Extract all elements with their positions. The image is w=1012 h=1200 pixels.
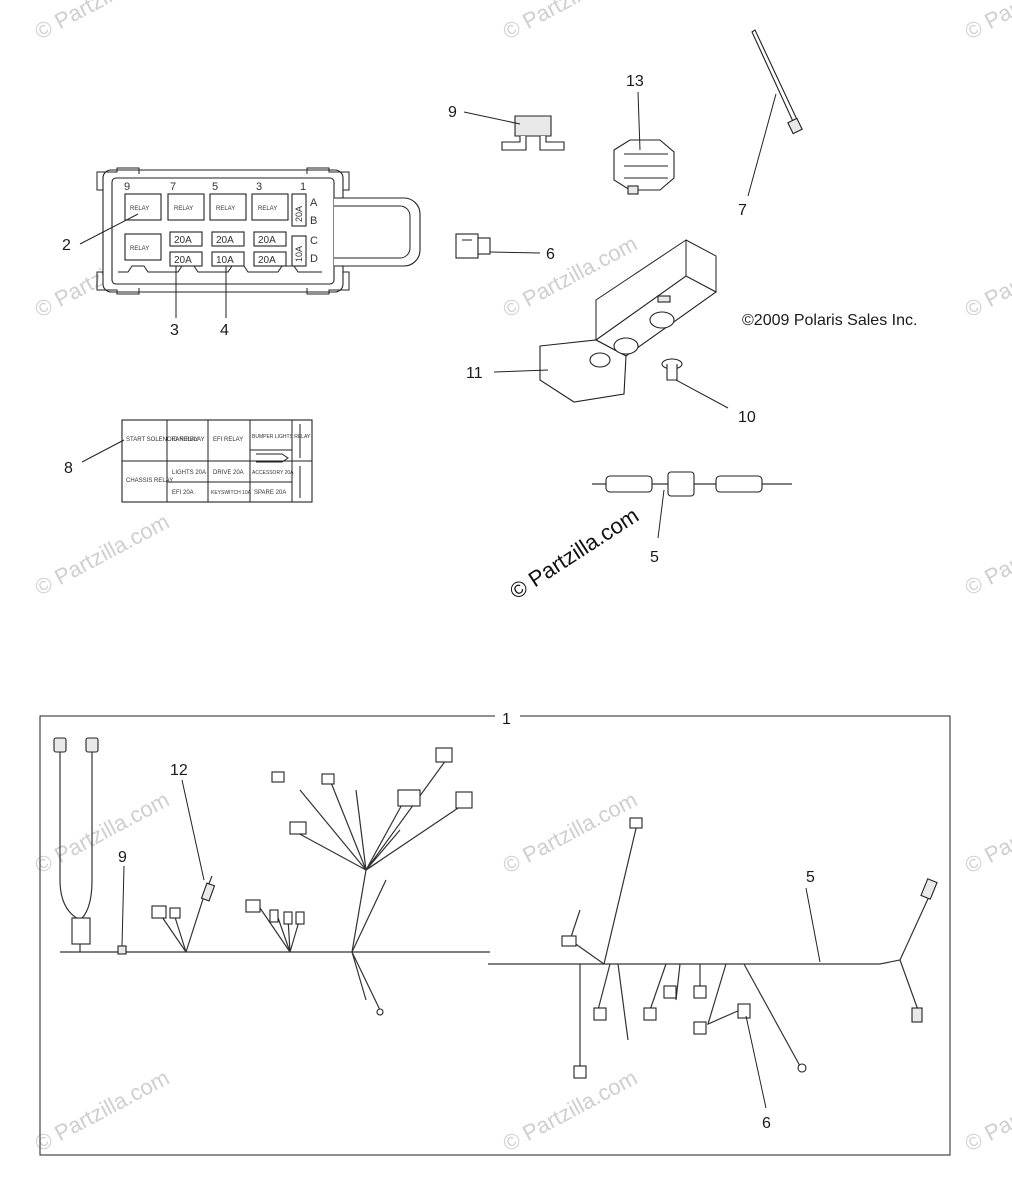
fuse-clip-part bbox=[501, 115, 565, 151]
callout-9: 9 bbox=[118, 849, 127, 866]
harness-frame bbox=[39, 715, 951, 1156]
fuse-box-number: 5 bbox=[212, 181, 218, 193]
fuse-holder-lead-part bbox=[592, 471, 792, 497]
relay-label: RELAY bbox=[130, 206, 149, 212]
fuse-rating: 20A bbox=[174, 235, 192, 246]
watermark: © Partzilla.com bbox=[31, 1065, 174, 1157]
fuse-rating: 10A bbox=[216, 255, 234, 266]
callout-6: 6 bbox=[546, 246, 555, 263]
callout-2: 2 bbox=[62, 237, 71, 254]
callout-7: 7 bbox=[738, 202, 747, 219]
callout-8: 8 bbox=[64, 460, 73, 477]
label-card-cell: KEYSWITCH 10A bbox=[211, 490, 252, 496]
label-card-cell: FAN RELAY bbox=[172, 437, 205, 443]
callout-13: 13 bbox=[626, 73, 644, 90]
callout-1: 1 bbox=[502, 711, 511, 728]
watermark: © Partzilla.com bbox=[499, 1065, 642, 1157]
label-card-cell: BUMPER LIGHTS RELAY bbox=[252, 434, 311, 440]
watermark: © Partzilla.com bbox=[961, 787, 1012, 879]
label-card-cell: CHASSIS RELAY bbox=[126, 478, 173, 484]
callout-3: 3 bbox=[170, 322, 179, 339]
watermark-main: © Partzilla.com bbox=[505, 502, 643, 604]
callout-12: 12 bbox=[170, 762, 188, 779]
watermark: © Partzilla.com bbox=[31, 0, 174, 44]
fuse-rating: 10A bbox=[294, 246, 304, 262]
fuse-box-number: 9 bbox=[124, 181, 130, 193]
watermark: © Partzilla.com bbox=[961, 231, 1012, 323]
cable-tie-part bbox=[751, 29, 803, 135]
bracket-part bbox=[539, 239, 718, 403]
fuse-box-letter: D bbox=[310, 253, 318, 265]
fuse-box-letter: A bbox=[310, 197, 318, 209]
label-card-cell: LIGHTS 20A bbox=[172, 470, 206, 476]
relay-label: RELAY bbox=[216, 206, 235, 212]
watermark: © Partzilla.com bbox=[961, 0, 1012, 44]
watermark: © Partzilla.com bbox=[961, 1065, 1012, 1157]
callout-5: 5 bbox=[806, 869, 815, 886]
fuse-rating: 20A bbox=[258, 255, 276, 266]
fuse-box: 9 7 5 3 1 RELAY RELAY RELAY RELAY RELAY … bbox=[96, 167, 421, 295]
callout-10: 10 bbox=[738, 409, 756, 426]
label-card-cell: ACCESSORY 20A bbox=[252, 470, 294, 476]
watermark: © Partzilla.com bbox=[499, 231, 642, 323]
fuse-label-card: START SOLENOID RELAY FAN RELAY EFI RELAY… bbox=[121, 419, 313, 503]
connector-part bbox=[613, 139, 675, 195]
watermark: © Partzilla.com bbox=[499, 787, 642, 879]
callout-4: 4 bbox=[220, 322, 229, 339]
label-card-cell: EFI 20A bbox=[172, 490, 194, 496]
fuse-rating: 20A bbox=[216, 235, 234, 246]
watermark: © Partzilla.com bbox=[499, 0, 642, 44]
relay-label: RELAY bbox=[258, 206, 277, 212]
fuse-box-number: 3 bbox=[256, 181, 262, 193]
wiring-harness-left bbox=[53, 737, 490, 1016]
relay-label: RELAY bbox=[174, 206, 193, 212]
fuse-box-number: 1 bbox=[300, 181, 306, 193]
fuse-rating: 20A bbox=[294, 206, 304, 222]
fuse-box-letter: C bbox=[310, 235, 318, 247]
copyright-text: ©2009 Polaris Sales Inc. bbox=[742, 312, 917, 329]
fuse-rating: 20A bbox=[174, 255, 192, 266]
callout-9: 9 bbox=[448, 104, 457, 121]
label-card-cell: DRIVE 20A bbox=[213, 470, 244, 476]
push-rivet-part bbox=[661, 358, 683, 381]
callout-11: 11 bbox=[466, 365, 483, 382]
callout-5: 5 bbox=[650, 549, 659, 566]
fuse-rating: 20A bbox=[258, 235, 276, 246]
watermark: © Partzilla.com bbox=[31, 787, 174, 879]
fuse-box-number: 7 bbox=[170, 181, 176, 193]
watermark: © Partzilla.com bbox=[961, 509, 1012, 601]
callout-6: 6 bbox=[762, 1115, 771, 1132]
wiring-harness-right bbox=[488, 817, 938, 1079]
fuse-box-letter: B bbox=[310, 215, 317, 227]
label-card-cell: START SOLENOID RELAY bbox=[126, 437, 199, 443]
label-card-cell: SPARE 20A bbox=[254, 490, 286, 496]
relay-label: RELAY bbox=[130, 246, 149, 252]
label-card-cell: EFI RELAY bbox=[213, 437, 243, 443]
small-connector-part bbox=[455, 233, 491, 259]
watermark: © Partzilla.com bbox=[31, 509, 174, 601]
